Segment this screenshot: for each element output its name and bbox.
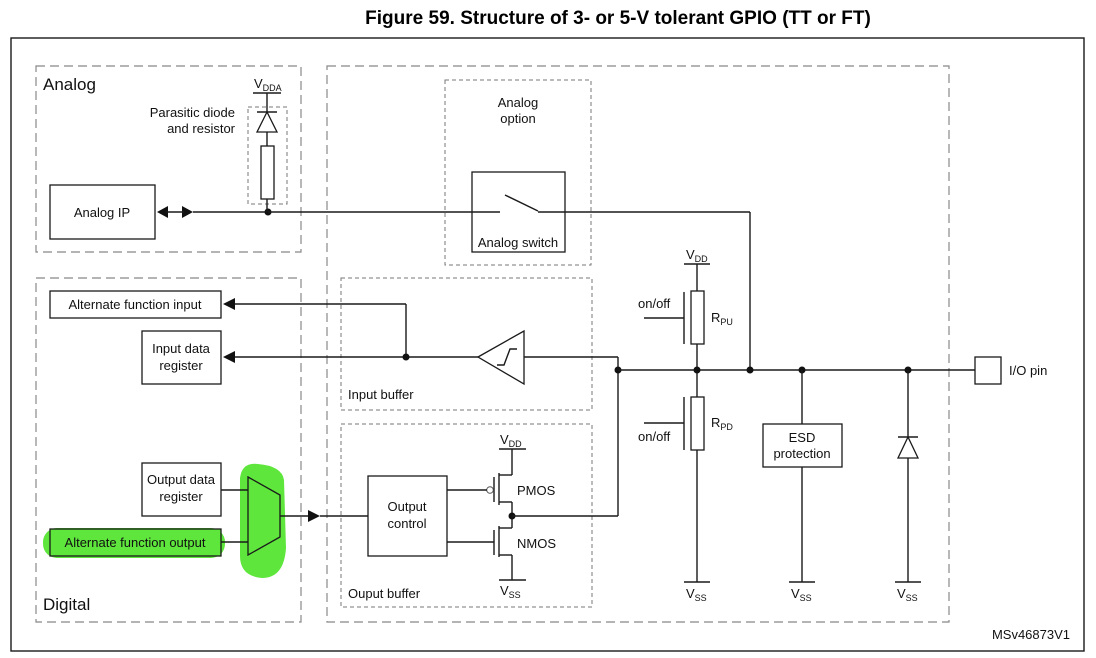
multiplexer-icon [247,475,281,557]
analog-ip-block [49,184,156,240]
analog-ip-label: Analog IP [74,205,130,220]
arrow-right-icon [182,206,193,218]
esd-label-1: ESD [789,430,816,445]
junction-dot [746,366,754,374]
analog-option-label-1: Analog [498,95,538,110]
switch-blade-icon [504,194,539,212]
digital-region-label: Digital [43,595,90,614]
rpd-label: RPD [711,415,733,432]
arrow-left-icon [223,351,235,363]
outer-frame [10,37,1085,652]
output-control-block [367,475,448,557]
parasitic-label-2: and resistor [167,121,236,136]
output-control-label-1: Output [387,499,426,514]
input-data-label-1: Input data [152,341,211,356]
vdda-label: VDDA [254,76,282,93]
ob-vss-label: VSS [500,583,521,600]
arrow-right-icon [308,510,320,522]
pd-vss-label: VSS [686,586,707,603]
nmos-label: NMOS [517,536,556,551]
io-core-region [326,65,950,623]
reference-id: MSv46873V1 [992,627,1070,642]
rpu-label: RPU [711,310,733,327]
input-buffer-label: Input buffer [348,387,414,402]
parasitic-diode-icon [255,110,279,133]
figure-title: Figure 59. Structure of 3- or 5-V tolera… [365,8,871,29]
analog-option-region [444,79,592,266]
hysteresis-icon [497,348,517,366]
output-data-register-block [141,462,222,517]
alt-func-output-label: Alternate function output [65,535,206,550]
input-data-register-block [141,330,222,385]
io-pin-icon [974,356,1002,385]
diode-vss-label: VSS [897,586,918,603]
parasitic-resistor-icon [260,145,275,200]
pd-onoff-label: on/off [638,429,671,444]
pu-onoff-label: on/off [638,296,671,311]
pull-down-resistor-icon [690,396,705,451]
analog-option-label-2: option [500,111,535,126]
input-buffer-region [340,277,593,411]
arrow-left-icon [223,298,235,310]
output-buffer-label: Ouput buffer [348,586,421,601]
junction-dot [402,353,410,361]
output-data-label-1: Output data [147,472,216,487]
output-control-label-2: control [387,516,426,531]
digital-region [35,277,302,623]
schmitt-trigger-buffer-icon [476,329,525,386]
esd-label-2: protection [773,446,830,461]
analog-region [35,65,302,253]
analog-region-label: Analog [43,75,96,94]
input-data-label-2: register [159,358,203,373]
mux-highlight [240,463,286,578]
esd-vss-label: VSS [791,586,812,603]
io-pin-label: I/O pin [1009,363,1047,378]
esd-protection-block [762,423,843,468]
parasitic-label-1: Parasitic diode [150,105,235,120]
analog-switch-label: Analog switch [478,235,558,250]
alt-func-input-block [49,290,222,319]
ob-vdd-label: VDD [500,432,522,449]
inverter-bubble-icon [486,486,494,494]
pull-up-resistor-icon [690,290,705,345]
clamp-diode-icon [896,435,920,459]
output-data-label-2: register [159,489,203,504]
pu-vdd-label: VDD [686,247,708,264]
arrow-left-icon [157,206,168,218]
junction-dot [693,366,701,374]
alt-func-output-block [49,528,222,557]
pmos-label: PMOS [517,483,556,498]
alt-func-input-label: Alternate function input [69,297,202,312]
